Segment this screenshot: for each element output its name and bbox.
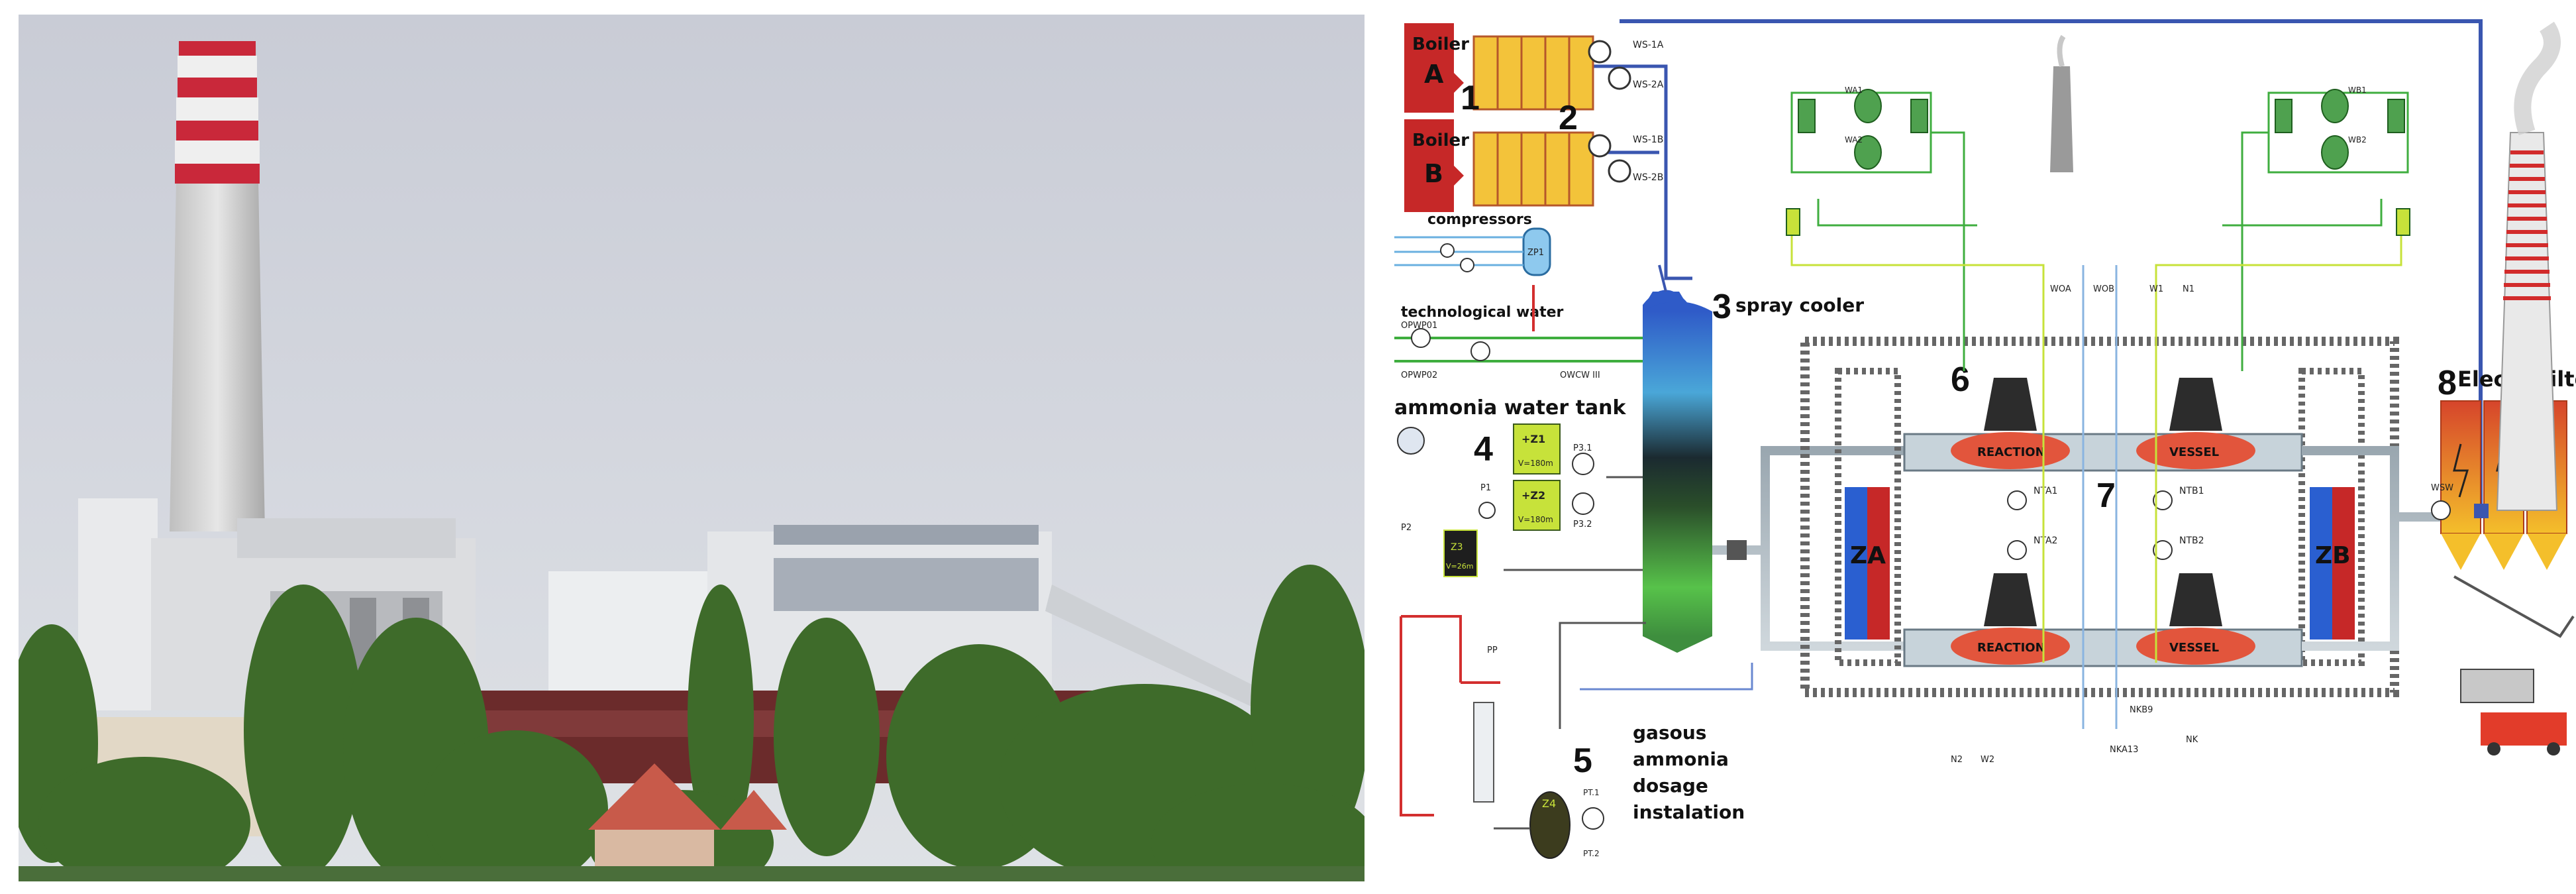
label-wb2: WB2: [2348, 135, 2367, 144]
label-owcw: OWCW III: [1560, 370, 1600, 380]
label-w2: W2: [1981, 755, 1994, 765]
label-v2: V=180m: [1518, 515, 1553, 524]
process-diagram: Boiler A Boiler B 1 WS-1A WS-2A WS-1B WS…: [1394, 19, 2576, 859]
label-za: ZA: [1850, 542, 1886, 569]
label-dosage: dosage: [1633, 775, 1708, 797]
label-compressors: compressors: [1427, 211, 1532, 228]
label-wob: WOB: [2093, 284, 2114, 294]
label-p1: P1: [1480, 483, 1491, 493]
label-woa: WOA: [2050, 284, 2071, 294]
green-circuit-right: [2222, 91, 2409, 371]
label-vessel-top: VESSEL: [2169, 445, 2219, 459]
label-v1: V=180m: [1518, 459, 1553, 468]
trees: [19, 565, 1365, 881]
label-wa2: WA2: [1845, 135, 1863, 144]
blue-lines-middle: [2082, 265, 2118, 729]
power-plant-photo: [19, 15, 1365, 881]
boiler-a-title: Boiler: [1412, 34, 1469, 54]
label-n2: N2: [1951, 755, 1963, 765]
fans-ws: [1588, 40, 1631, 183]
label-zp1: ZP1: [1527, 248, 1544, 258]
spray-cooler: [1643, 264, 1712, 653]
label-z4: Z4: [1542, 797, 1556, 810]
label-nka13: NKA13: [2110, 745, 2138, 755]
chimney: [170, 41, 265, 531]
boiler-a-letter: A: [1424, 60, 1444, 89]
label-opwp01: OPWP01: [1401, 321, 1437, 331]
label-ntb1: NTB1: [2179, 486, 2204, 496]
reactor-top: REACTION VESSEL: [1903, 432, 2303, 472]
label-nta1: NTA1: [2034, 486, 2057, 496]
label-w1: W1: [2149, 284, 2163, 294]
label-p32: P3.2: [1573, 520, 1592, 530]
label-8: 8: [2438, 364, 2457, 402]
label-instalation: instalation: [1633, 801, 1745, 823]
label-vessel-bottom: VESSEL: [2169, 641, 2219, 655]
label-pt1: PT.1: [1583, 788, 1600, 797]
label-technological-water: technological water: [1401, 304, 1564, 321]
label-z2: +Z2: [1521, 489, 1545, 502]
label-ws2b: WS-2B: [1633, 172, 1663, 183]
small-stack: [2050, 66, 2073, 172]
label-pt2: PT.2: [1583, 849, 1600, 858]
label-gasous: gasous: [1633, 722, 1706, 744]
zb-vessel: ZB: [2310, 487, 2355, 640]
label-z1: +Z1: [1521, 433, 1545, 445]
boiler-b-title: Boiler: [1412, 131, 1469, 150]
label-ws1a: WS-1A: [1633, 40, 1664, 50]
label-reaction-bottom: REACTION: [1977, 641, 2045, 655]
label-nk: NK: [2186, 735, 2198, 745]
label-2: 2: [1559, 99, 1578, 137]
label-opwp02: OPWP02: [1401, 370, 1437, 380]
ammonia-lines: [1790, 209, 2402, 663]
nt-fans: [2007, 490, 2173, 560]
flue-duct-top: [1620, 19, 2483, 510]
label-nkb9: NKB9: [2130, 705, 2153, 715]
ash-conveyor: [2453, 575, 2575, 755]
reactor-domes: [1984, 378, 2222, 626]
label-7: 7: [2096, 476, 2116, 515]
label-ws1b: WS-1B: [1633, 135, 1663, 145]
label-n1-small: N1: [2183, 284, 2194, 294]
boiler-b-letter: B: [1424, 159, 1443, 188]
label-p31: P3.1: [1573, 443, 1592, 453]
duct-to-electrofilter: [2302, 446, 2441, 651]
label-pp: PP: [1487, 645, 1498, 655]
green-circuit-left: [1790, 91, 1977, 371]
label-p2: P2: [1401, 523, 1412, 533]
label-6: 6: [1951, 361, 1970, 399]
exchanger-units: [1786, 89, 2410, 236]
label-zb: ZB: [2315, 542, 2351, 569]
heat-exchangers: 1: [1461, 35, 1594, 207]
label-v3: V=26m: [1446, 562, 1473, 571]
label-4: 4: [1474, 430, 1493, 469]
label-wb1: WB1: [2348, 85, 2367, 95]
label-3: 3: [1712, 288, 1731, 326]
label-ws2a: WS-2A: [1633, 80, 1664, 90]
red-roof-house: [588, 763, 787, 876]
compressor-unit: ZP1: [1394, 227, 1551, 276]
boiler-b: Boiler B: [1404, 119, 1469, 212]
label-z3: Z3: [1451, 542, 1463, 553]
label-5: 5: [1573, 742, 1592, 780]
reactor-bottom: REACTION VESSEL: [1903, 628, 2303, 667]
label-wa1: WA1: [1845, 85, 1863, 95]
label-ntb2: NTB2: [2179, 535, 2204, 546]
label-nta2: NTA2: [2034, 535, 2057, 546]
ground: [19, 866, 1365, 881]
ammonia-dosage: Z4 PT.1 PT.2 PP: [1400, 615, 1753, 859]
label-ammonia-water-tank: ammonia water tank: [1394, 396, 1627, 419]
label-1: 1: [1461, 79, 1480, 117]
label-ammonia: ammonia: [1633, 748, 1729, 770]
label-spray-cooler: spray cooler: [1735, 294, 1864, 316]
wsw-fan: [2431, 500, 2451, 520]
flue-chimney: [2496, 21, 2561, 511]
label-reaction-top: REACTION: [1977, 445, 2045, 459]
za-vessel: ZA: [1845, 487, 1890, 640]
boiler-a: Boiler A: [1404, 23, 1469, 113]
ammonia-tanks: +Z1 V=180m +Z2 V=180m Z3 V=26m P1 P2 P3.…: [1397, 423, 1647, 577]
label-wsw: WSW: [2431, 483, 2453, 493]
